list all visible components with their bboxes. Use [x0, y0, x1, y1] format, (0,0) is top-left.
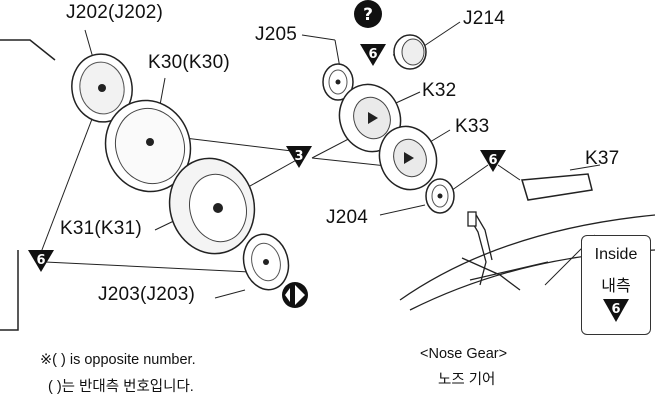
part-k33-wheel-ring	[378, 125, 438, 191]
label-k30: K30(K30)	[148, 52, 230, 73]
step-marker-left: 6	[28, 250, 54, 272]
part-j203-spoked-hub	[242, 233, 290, 291]
label-k31: K31(K31)	[60, 218, 142, 239]
part-j205-small-hub	[322, 63, 354, 101]
svg-text:6: 6	[368, 47, 377, 62]
part-j204-small-hub	[425, 178, 455, 214]
note-opposite-ko: ( )는 반대측 번호입니다.	[48, 379, 194, 395]
svg-text:6: 6	[36, 253, 45, 268]
step-marker-mid: 3	[286, 146, 312, 168]
label-k33: K33	[455, 116, 490, 137]
inside-callout-box: Inside 내측 6	[581, 235, 651, 335]
part-j202-hub-disk	[71, 53, 133, 123]
direction-circle-icon	[282, 282, 308, 308]
svg-text:3: 3	[294, 149, 303, 164]
svg-text:?: ?	[363, 5, 373, 25]
label-k37: K37	[585, 148, 620, 169]
part-k30-tire-half	[104, 99, 192, 193]
part-k31-tire-tread	[168, 157, 256, 255]
step-marker-right: 6	[480, 150, 506, 172]
note-opposite-en: ※( ) is opposite number.	[40, 352, 196, 368]
label-j202: J202(J202)	[66, 2, 164, 23]
svg-text:6: 6	[611, 302, 620, 317]
left-bracket-line	[0, 39, 56, 331]
label-j214: J214	[463, 8, 506, 29]
part-k37-plate	[521, 173, 593, 201]
label-j203: J203(J203)	[98, 284, 196, 305]
caption-nose-gear-ko: 노즈 기어	[438, 372, 496, 388]
inside-label-en: Inside	[594, 246, 638, 263]
caption-nose-gear-en: <Nose Gear>	[420, 346, 508, 362]
svg-text:6: 6	[488, 153, 497, 168]
inside-label-ko: 내측	[601, 278, 631, 295]
part-j214-cap	[393, 34, 427, 70]
inside-step-marker: 6	[603, 299, 629, 322]
label-k32: K32	[422, 80, 457, 101]
question-mark-icon: ?	[354, 0, 382, 28]
label-j204: J204	[326, 207, 369, 228]
step-marker-top: 6	[360, 44, 386, 66]
label-j205: J205	[255, 24, 298, 45]
